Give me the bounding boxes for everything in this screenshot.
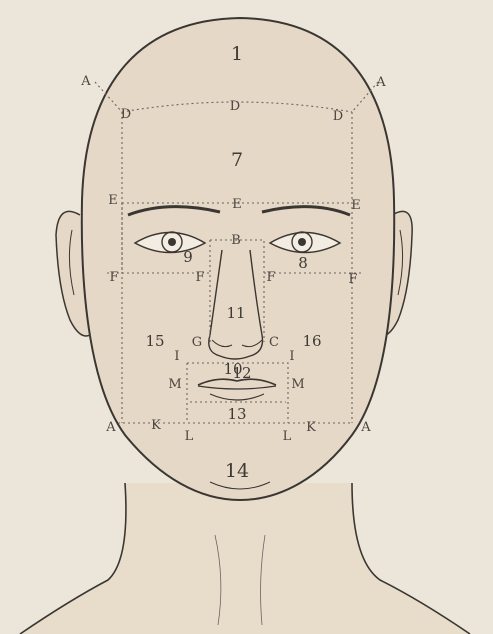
- region-11-label: 11: [226, 304, 245, 322]
- region-7-label: 7: [231, 149, 243, 171]
- point-E-right: E: [351, 198, 361, 213]
- point-D-mid: D: [230, 99, 240, 114]
- region-8-label: 8: [298, 254, 308, 272]
- point-M-right: M: [291, 377, 304, 392]
- point-A-low-right: A: [360, 420, 371, 435]
- region-1-label: 1: [231, 43, 243, 65]
- point-B: B: [231, 233, 241, 248]
- point-A-top-right: A: [375, 75, 386, 90]
- point-E-left: E: [108, 193, 118, 208]
- region-15-label: 15: [145, 332, 164, 350]
- point-I-left: I: [174, 349, 179, 364]
- left-pupil: [168, 238, 176, 246]
- point-L-left: L: [185, 429, 194, 444]
- point-C: C: [269, 335, 279, 350]
- point-M-left: M: [168, 377, 181, 392]
- point-D-left: D: [121, 107, 131, 122]
- point-F-right: F: [348, 272, 357, 287]
- point-A-low-left: A: [105, 420, 116, 435]
- point-L-right: L: [283, 429, 292, 444]
- point-F-left: F: [109, 270, 118, 285]
- point-K-left: K: [151, 418, 161, 433]
- point-I-right: I: [289, 349, 294, 364]
- region-13-label: 13: [227, 405, 246, 423]
- point-D-right: D: [333, 109, 343, 124]
- region-14-label: 14: [225, 460, 249, 482]
- region-16-label: 16: [302, 332, 321, 350]
- point-A-top-left: A: [80, 74, 91, 89]
- point-F-inner-right: F: [266, 270, 275, 285]
- region-12-label: 12: [232, 364, 251, 382]
- point-F-inner-left: F: [195, 270, 204, 285]
- head-outline: [82, 18, 394, 500]
- right-pupil: [298, 238, 306, 246]
- point-K-right: K: [306, 420, 316, 435]
- point-G: G: [192, 335, 202, 350]
- region-9-label: 9: [183, 248, 193, 266]
- point-E-mid: E: [232, 197, 242, 212]
